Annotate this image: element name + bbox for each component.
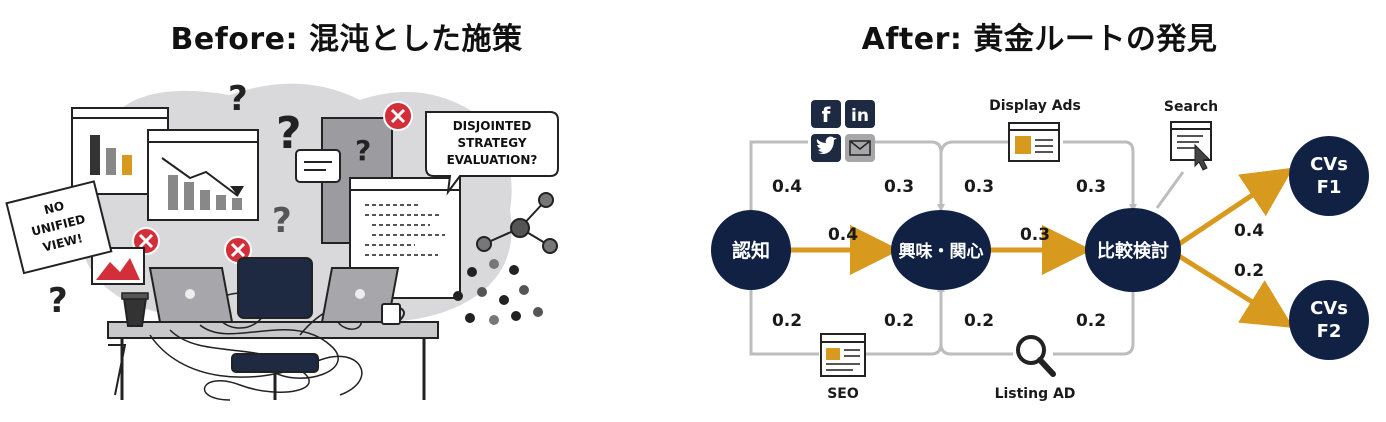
listing-ad-label: Listing AD: [995, 386, 1076, 402]
node-cv-f2: CVs F2: [1289, 280, 1369, 360]
bubble-line-1: DISJOINTED: [453, 119, 532, 133]
weight-top-social-interest: 0.3: [884, 177, 914, 197]
weight-top-display-left: 0.3: [964, 177, 994, 197]
connector-display-compare: [1063, 140, 1137, 212]
golden-arrow-cv-f1: [1177, 167, 1294, 247]
error-icon: [383, 101, 413, 131]
weight-top-display-right: 0.3: [1076, 177, 1106, 197]
facebook-icon: [811, 100, 841, 128]
speech-bubble: DISJOINTED STRATEGY EVALUATION?: [425, 111, 559, 196]
connector-search-compare: [1155, 171, 1185, 209]
display-ads-label: Display Ads: [989, 98, 1081, 114]
search-label: Search: [1164, 99, 1218, 115]
protest-sign: NO UNIFIED VIEW!: [5, 180, 113, 275]
node-awareness-label: 認知: [732, 239, 770, 262]
chaos-illustration: ?: [5, 79, 559, 401]
weight-top-social-awareness: 0.4: [772, 177, 802, 197]
coffee-cup: [121, 292, 149, 327]
weight-main-awareness-interest: 0.4: [828, 225, 858, 245]
chat-bubble-icon: [295, 149, 341, 183]
scattered-dots: [453, 259, 543, 325]
bubble-line-3: EVALUATION?: [447, 153, 538, 167]
node-cv-f2-line1: CVs: [1310, 298, 1348, 319]
weight-bottom-listing-left: 0.2: [964, 311, 994, 331]
node-interest: 興味・関心: [891, 210, 991, 290]
browser-window-bar-chart: [71, 107, 169, 195]
laptop-left: [148, 267, 234, 323]
weight-bottom-seo-left: 0.2: [772, 311, 802, 331]
seo-icon: [820, 333, 866, 377]
social-icons: f in: [811, 100, 875, 162]
node-cv-f1-line2: F1: [1317, 177, 1342, 198]
browser-window-declining-chart: [147, 129, 259, 221]
connector-seo-awareness: [749, 270, 819, 356]
magnifier-icon: [1016, 335, 1056, 377]
golden-route-diagram: 認知 興味・関心 比較検討 CVs F1 CVs F2 f in: [711, 98, 1369, 402]
before-title: Before: 混沌とした施策: [170, 22, 523, 57]
bubble-line-2: STRATEGY: [457, 136, 526, 150]
golden-arrow-cv-f2: [1177, 253, 1294, 328]
node-awareness: 認知: [711, 210, 791, 290]
connector-display-interest: [939, 140, 1008, 153]
node-cv-f1: CVs F1: [1289, 136, 1369, 216]
search-window-icon: [1170, 121, 1212, 171]
weight-bottom-seo-right: 0.2: [884, 311, 914, 331]
after-panel: After: 黄金ルートの発見: [693, 0, 1386, 422]
display-ads-icon: [1008, 122, 1060, 162]
question-mark: ?: [276, 108, 302, 159]
mug: [381, 303, 405, 325]
chair: [231, 257, 319, 400]
weight-main-interest-compare: 0.3: [1020, 225, 1050, 245]
node-cv-f1-line1: CVs: [1310, 154, 1348, 175]
node-compare: 比較検討: [1085, 208, 1181, 292]
connector-listing-compare: [1053, 284, 1137, 356]
after-title: After: 黄金ルートの発見: [861, 22, 1218, 57]
weight-bottom-listing-right: 0.2: [1076, 311, 1106, 331]
svg-text:in: in: [851, 106, 869, 126]
question-mark: ?: [48, 281, 68, 321]
node-cv-f2-line2: F2: [1317, 321, 1342, 342]
weight-cv-f1: 0.4: [1234, 221, 1264, 241]
before-panel: Before: 混沌とした施策 ?: [5, 22, 559, 401]
svg-text:f: f: [822, 103, 831, 127]
node-compare-label: 比較検討: [1097, 240, 1169, 262]
linkedin-icon: [845, 100, 875, 128]
error-icon: [224, 236, 252, 264]
seo-label: SEO: [827, 386, 859, 402]
question-mark: ?: [228, 79, 248, 119]
question-mark: ?: [272, 201, 292, 241]
node-interest-label: 興味・関心: [899, 241, 984, 262]
connector-listing-interest: [939, 343, 1013, 356]
network-graph-icon: [476, 192, 558, 254]
sign-line-1: NO: [43, 199, 66, 217]
question-mark: ?: [355, 134, 371, 167]
connector-social-interest: [868, 140, 945, 212]
weight-cv-f2: 0.2: [1234, 261, 1264, 281]
